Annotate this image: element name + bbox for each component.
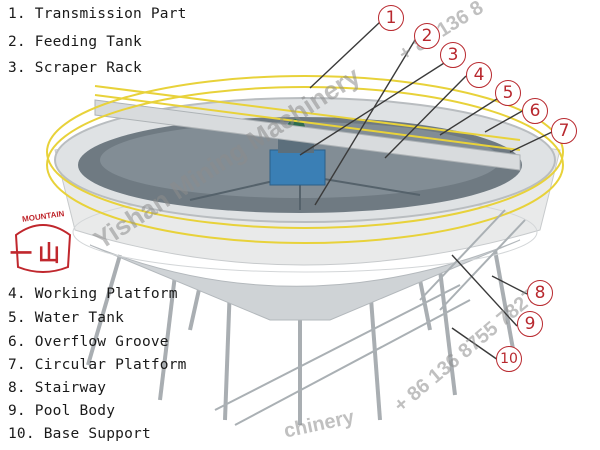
- leader-lines: [299, 21, 553, 361]
- working-platform: [94, 99, 521, 171]
- legend-item-transmission-part: 1. Transmission Part: [8, 6, 187, 22]
- callout-8: 8: [527, 280, 553, 306]
- callout-3: 3: [440, 42, 466, 68]
- legend-item-working-platform: 4. Working Platform: [8, 286, 178, 302]
- feeding-tank: [269, 149, 326, 186]
- callout-7: 7: [551, 118, 577, 144]
- callout-1: 1: [378, 5, 404, 31]
- legend-item-scraper-rack: 3. Scraper Rack: [8, 60, 142, 76]
- callout-2: 2: [414, 23, 440, 49]
- legend-item-overflow-groove: 6. Overflow Groove: [8, 334, 169, 350]
- callout-5: 5: [495, 80, 521, 106]
- pool-cone: [89, 239, 521, 321]
- callout-10: 10: [496, 346, 522, 372]
- callout-9: 9: [517, 311, 543, 337]
- logo-mark: 一山: [10, 242, 67, 267]
- legend-item-pool-body: 9. Pool Body: [8, 403, 116, 419]
- legend-item-water-tank: 5. Water Tank: [8, 310, 125, 326]
- legend-item-stairway: 8. Stairway: [8, 380, 107, 396]
- stairway-lower: [214, 284, 471, 426]
- mountain-logo: [14, 224, 72, 273]
- callout-6: 6: [522, 98, 548, 124]
- callout-4: 4: [466, 62, 492, 88]
- stairway-upper: [419, 209, 526, 311]
- railing: [46, 75, 564, 244]
- legend-item-base-support: 10. Base Support: [8, 426, 151, 442]
- legend-item-circular-platform: 7. Circular Platform: [8, 357, 187, 373]
- legend-item-feeding-tank: 2. Feeding Tank: [8, 34, 142, 50]
